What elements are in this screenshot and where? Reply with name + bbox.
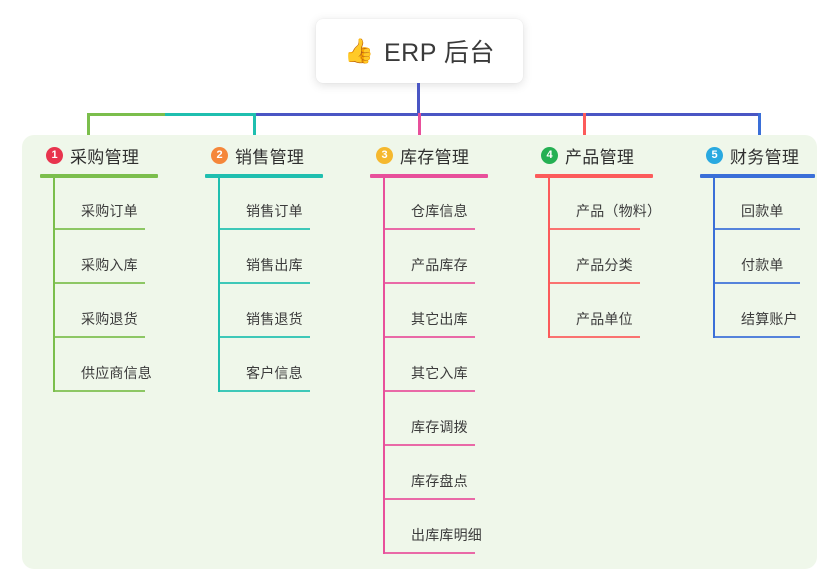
- connector-drop-4: [583, 113, 586, 146]
- connector-drop-1: [87, 113, 90, 146]
- root-title: ERP 后台: [383, 39, 495, 67]
- branch-item-label: 销售出库: [246, 257, 303, 273]
- branch-item-label: 其它入库: [411, 365, 468, 381]
- connector-drop-5: [758, 113, 761, 146]
- branch-spine: [383, 176, 385, 554]
- branch-2: 2 销售管理销售订单销售出库销售退货客户信息: [195, 142, 323, 392]
- branch-item-label: 采购订单: [81, 203, 138, 219]
- branch-item-rule: [548, 336, 640, 338]
- branch-4: 4 产品管理产品（物料） 产品分类产品单位: [525, 142, 661, 338]
- branch-header-5[interactable]: 5 财务管理: [690, 142, 799, 168]
- branch-header-1[interactable]: 1 采购管理: [30, 142, 139, 168]
- branch-spine: [548, 176, 550, 338]
- branch-number-badge: 3: [376, 146, 393, 164]
- branch-item-label: 出库库明细: [411, 527, 482, 543]
- branch-number-badge: 1: [46, 146, 63, 164]
- branch-1: 1 采购管理采购订单采购入库采购退货供应商信息: [30, 142, 158, 392]
- connector-bar-segment-1: [87, 113, 165, 116]
- branch-number-badge: 5: [706, 146, 723, 164]
- branch-header-2[interactable]: 2 销售管理: [195, 142, 304, 168]
- branch-item-label: 仓库信息: [411, 203, 468, 219]
- branch-item-label: 采购退货: [81, 311, 138, 327]
- branch-item-rule: [218, 336, 310, 338]
- connector-drop-3: [418, 113, 421, 146]
- branch-number-badge: 2: [211, 146, 228, 164]
- connector-bar-segment-2: [165, 113, 253, 116]
- branch-title-rule: [535, 174, 653, 178]
- branch-item-rule: [548, 228, 640, 230]
- branch-title: 财务管理: [730, 147, 800, 167]
- branches-panel: [22, 135, 817, 569]
- root-node[interactable]: 👍 ERP 后台: [316, 19, 523, 83]
- branch-item-label: 付款单: [741, 257, 784, 273]
- branch-spine: [218, 176, 220, 392]
- branch-spine: [713, 176, 715, 338]
- branch-item-label: 采购入库: [81, 257, 138, 273]
- branch-item-rule: [53, 282, 145, 284]
- branch-title-rule: [40, 174, 158, 178]
- branch-item-label: 客户信息: [246, 365, 303, 381]
- branch-item-label: 销售退货: [246, 311, 303, 327]
- branch-item-label: 结算账户: [741, 311, 798, 327]
- branch-item-rule: [218, 282, 310, 284]
- branch-title-rule: [370, 174, 488, 178]
- branch-item-rule: [713, 228, 800, 230]
- branch-item-rule: [383, 552, 475, 554]
- branch-item-label: 库存盘点: [411, 473, 468, 489]
- branch-header-3[interactable]: 3 库存管理: [360, 142, 469, 168]
- branch-3: 3 库存管理仓库信息产品库存其它出库其它入库库存调拨库存盘点出库库明细: [360, 142, 488, 554]
- branch-spine: [53, 176, 55, 392]
- branch-title-rule: [700, 174, 815, 178]
- branch-item-rule: [383, 282, 475, 284]
- branch-item-rule: [218, 390, 310, 392]
- branch-title: 库存管理: [400, 147, 470, 167]
- branch-item-rule: [383, 498, 475, 500]
- branch-title: 采购管理: [70, 147, 140, 167]
- connector-bar-segment-4: [559, 113, 759, 116]
- branch-number-badge: 4: [541, 146, 558, 164]
- branch-item-rule: [713, 282, 800, 284]
- branch-item-label: 产品（物料）: [576, 203, 662, 219]
- branch-item-label: 销售订单: [246, 203, 303, 219]
- branch-header-4[interactable]: 4 产品管理: [525, 142, 634, 168]
- branch-item-label: 库存调拨: [411, 419, 468, 435]
- branch-title-rule: [205, 174, 323, 178]
- branch-item-rule: [53, 390, 145, 392]
- branch-item-rule: [53, 228, 145, 230]
- branch-item-rule: [548, 282, 640, 284]
- branch-5: 5 财务管理回款单付款单结算账户: [690, 142, 815, 338]
- branch-item-label: 产品库存: [411, 257, 468, 273]
- branch-item-label: 供应商信息: [81, 365, 152, 381]
- branch-item-rule: [383, 336, 475, 338]
- branch-item-rule: [383, 228, 475, 230]
- branch-item-rule: [53, 336, 145, 338]
- branch-item-label: 产品单位: [576, 311, 633, 327]
- thumbs-up-icon: 👍: [344, 37, 374, 65]
- branch-item-label: 其它出库: [411, 311, 468, 327]
- branch-item-rule: [383, 390, 475, 392]
- connector-bar-segment-3: [253, 113, 559, 116]
- branch-title: 销售管理: [235, 147, 305, 167]
- branch-item-label: 回款单: [741, 203, 784, 219]
- branch-item-rule: [218, 228, 310, 230]
- branch-item-rule: [383, 444, 475, 446]
- connector-trunk: [417, 83, 420, 115]
- branch-item-label: 产品分类: [576, 257, 633, 273]
- branch-title: 产品管理: [565, 147, 635, 167]
- connector-drop-2: [253, 113, 256, 146]
- branch-item-rule: [713, 336, 800, 338]
